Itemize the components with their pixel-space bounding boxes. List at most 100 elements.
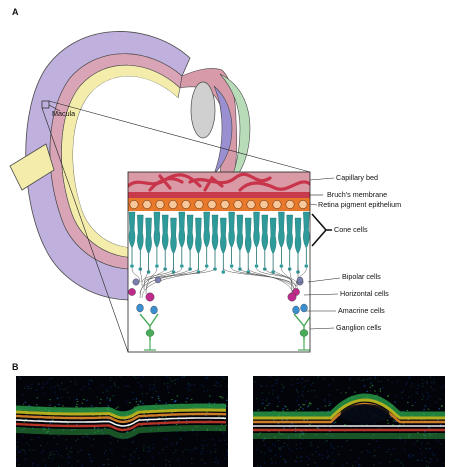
oct-speck <box>158 398 159 399</box>
oct-scan-detachment <box>253 376 445 467</box>
oct-speck <box>224 440 225 441</box>
oct-speck <box>91 460 92 461</box>
oct-speck <box>143 450 144 451</box>
oct-speck <box>269 393 270 394</box>
oct-speck <box>25 402 26 403</box>
oct-speck <box>112 395 113 396</box>
oct-speck <box>425 405 426 406</box>
oct-speck <box>433 382 434 383</box>
oct-speck <box>280 447 281 448</box>
oct-speck <box>186 420 187 421</box>
oct-speck <box>341 446 342 447</box>
oct-speck <box>403 465 404 466</box>
oct-speck <box>152 457 153 458</box>
ganglion-leader <box>310 328 334 329</box>
oct-speck <box>411 395 412 396</box>
oct-speck <box>426 381 427 382</box>
oct-speck <box>266 398 267 399</box>
oct-speck <box>439 399 440 400</box>
label-ganglion-cells: Ganglion cells <box>336 323 382 332</box>
oct-speck <box>54 392 55 393</box>
oct-speck <box>171 380 172 381</box>
oct-speck <box>414 444 415 445</box>
oct-speck <box>395 421 396 422</box>
cone-cell <box>278 212 284 248</box>
oct-speck <box>54 437 55 438</box>
oct-speck <box>283 410 284 411</box>
oct-speck <box>316 396 317 397</box>
oct-speck <box>337 446 338 447</box>
oct-speck <box>271 463 272 464</box>
oct-speck <box>264 453 265 454</box>
oct-speck <box>411 386 412 387</box>
oct-speck <box>324 400 325 401</box>
oct-speck <box>202 445 203 446</box>
oct-speck <box>167 386 168 387</box>
oct-speck <box>204 463 205 464</box>
oct-speck <box>312 382 313 383</box>
oct-speck <box>110 443 111 444</box>
oct-speck <box>430 458 431 459</box>
oct-speck <box>346 463 347 464</box>
oct-speck <box>75 440 76 441</box>
oct-speck <box>136 398 137 399</box>
oct-speck <box>327 457 328 458</box>
oct-speck <box>374 455 375 456</box>
oct-speck <box>311 445 312 446</box>
oct-speck <box>329 394 330 395</box>
oct-speck <box>300 448 301 449</box>
oct-speck <box>67 392 68 393</box>
cone-cell <box>187 215 193 251</box>
oct-speck <box>217 464 218 465</box>
cone-cell <box>262 215 268 251</box>
oct-speck <box>69 451 70 452</box>
oct-speck <box>319 454 320 455</box>
oct-speck <box>335 422 336 423</box>
oct-speck <box>125 420 126 421</box>
oct-speck <box>359 465 360 466</box>
oct-speck <box>192 449 193 450</box>
oct-speck <box>191 463 192 464</box>
cone-cell <box>179 212 185 248</box>
oct-speck <box>324 399 325 400</box>
oct-speck <box>110 377 111 378</box>
oct-speck <box>311 385 312 386</box>
oct-speck <box>327 451 328 452</box>
amacrine-cell <box>151 306 158 314</box>
oct-speck <box>25 459 26 460</box>
oct-speck <box>148 446 149 447</box>
cone-terminal <box>238 267 242 271</box>
oct-speck <box>69 397 70 398</box>
oct-speck <box>19 464 20 465</box>
oct-speck <box>326 440 327 441</box>
oct-speck <box>49 378 50 379</box>
oct-speck <box>291 450 292 451</box>
oct-speck <box>222 397 223 398</box>
bipolar-cell <box>297 277 303 283</box>
oct-speck <box>393 421 394 422</box>
cone-terminal <box>305 264 309 268</box>
oct-speck <box>44 393 45 394</box>
ganglion-cell <box>146 330 154 337</box>
oct-speck <box>266 400 267 401</box>
oct-speck <box>412 455 413 456</box>
oct-speck <box>370 377 371 378</box>
oct-speck <box>189 390 190 391</box>
oct-speck <box>165 403 166 404</box>
oct-speck <box>389 461 390 462</box>
rpe-cell <box>234 200 242 208</box>
oct-speck <box>277 396 278 397</box>
oct-speck <box>143 377 144 378</box>
oct-speck <box>427 396 428 397</box>
oct-speck <box>308 391 309 392</box>
oct-speck <box>142 394 143 395</box>
oct-speck <box>201 384 202 385</box>
oct-speck <box>207 390 208 391</box>
oct-speck <box>61 455 62 456</box>
oct-speck <box>330 403 331 404</box>
oct-speck <box>133 399 134 400</box>
oct-speck <box>106 415 107 416</box>
oct-speck <box>130 454 131 455</box>
oct-speck <box>287 445 288 446</box>
